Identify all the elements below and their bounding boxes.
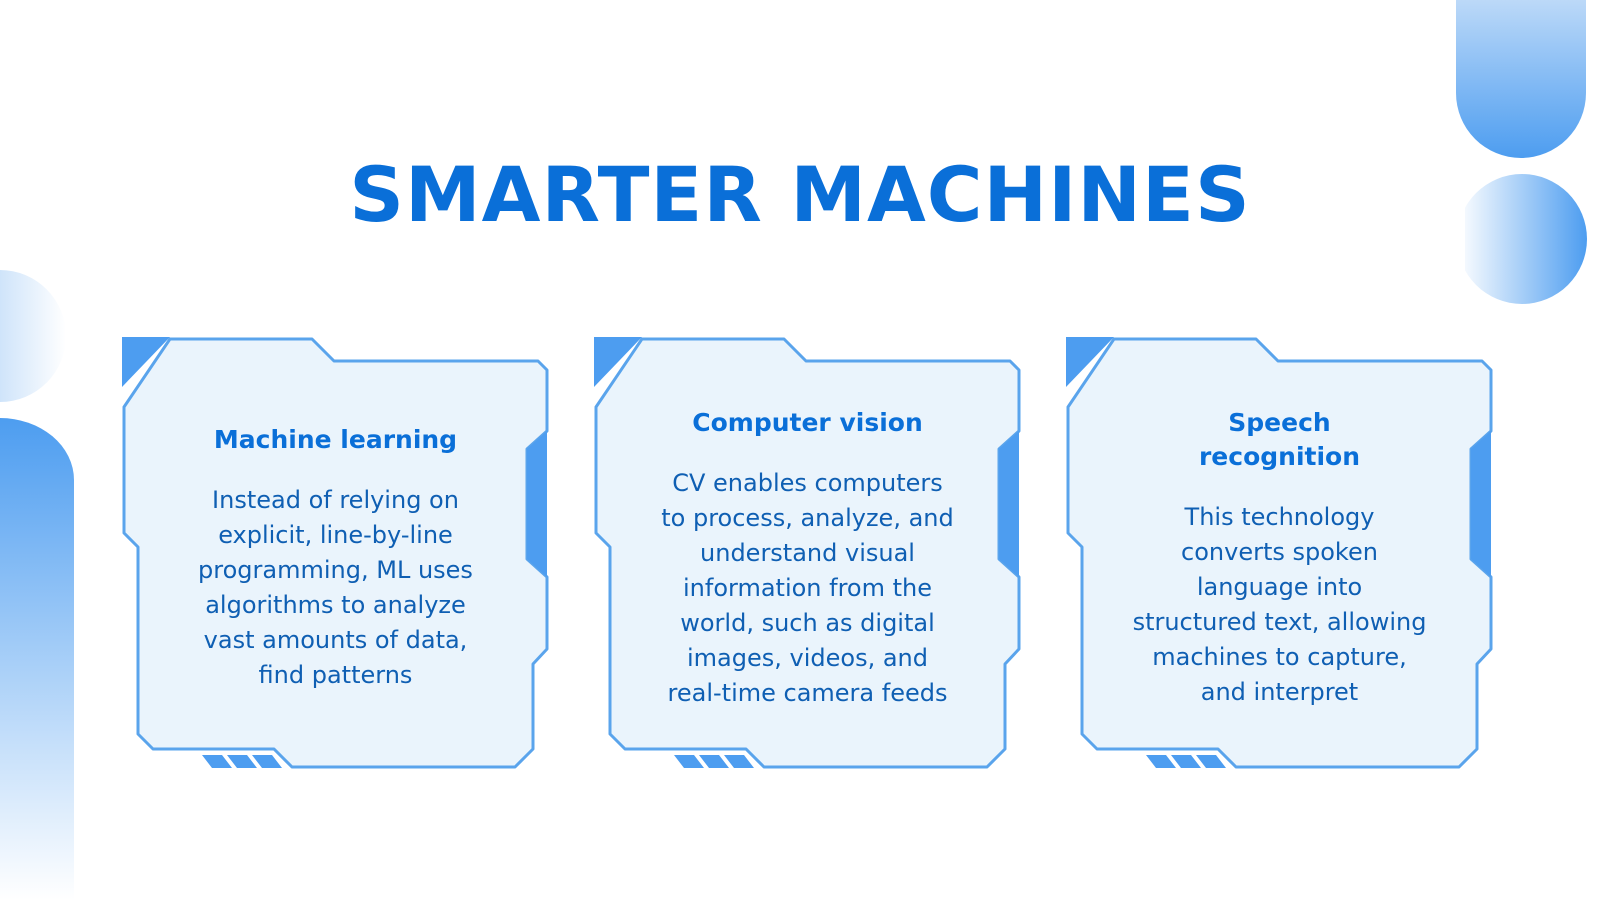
slide-title: SMARTER MACHINES — [349, 150, 1251, 239]
left-tall-pill-shape — [0, 418, 74, 900]
card-heading: Computer vision — [692, 407, 923, 437]
left-half-circle-shape — [0, 270, 66, 402]
card-body-text: CV enables computers to process, analyze… — [661, 468, 954, 707]
top-right-pill-shape — [1456, 0, 1586, 158]
card-frame — [122, 337, 549, 769]
card-computer-vision: Computer vision CV enables computers to … — [594, 337, 1021, 769]
card-heading: Machine learning — [213, 425, 458, 454]
card-heading: Speech recognition — [1198, 408, 1361, 471]
card-body-text: Instead of relying on explicit, line-by-… — [198, 486, 473, 689]
card-frame — [1066, 337, 1493, 769]
card-frame — [594, 337, 1021, 769]
right-half-circle-shape — [1465, 174, 1587, 304]
card-machine-learning: Machine learning Instead of relying on e… — [122, 337, 549, 769]
card-speech-recognition: Speech recognition This technology conve… — [1066, 337, 1493, 769]
card-body-text: This technology converts spoken language… — [1132, 503, 1427, 706]
